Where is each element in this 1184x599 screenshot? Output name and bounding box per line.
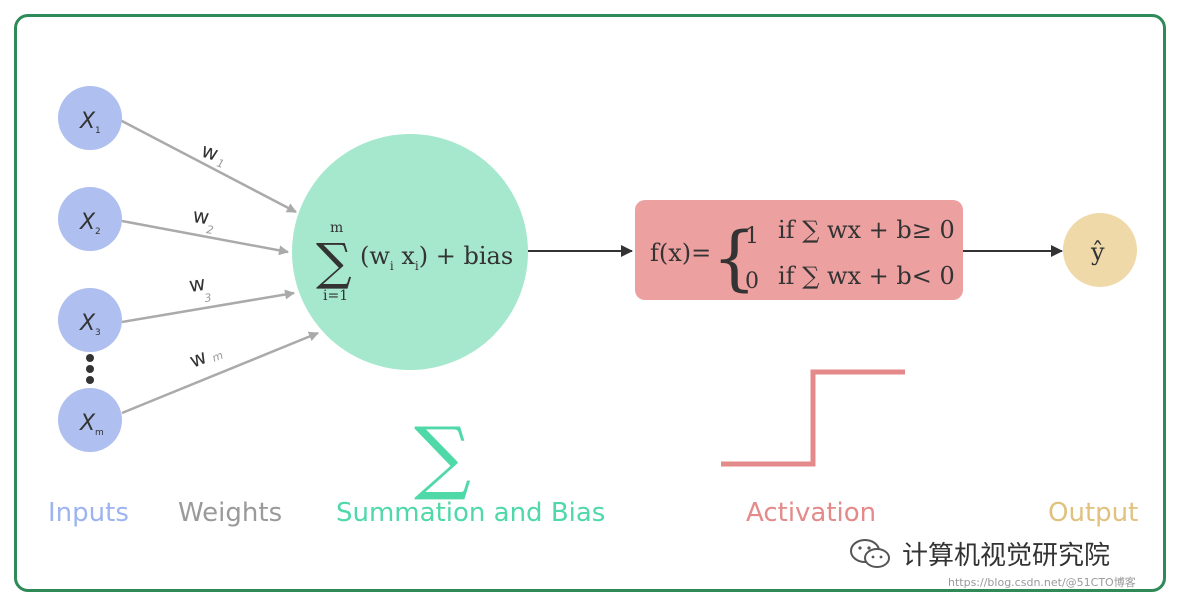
weight-edge-m <box>121 331 319 415</box>
watermark-text: 计算机视觉研究院 <box>902 541 1111 571</box>
diagram-frame <box>14 14 1166 592</box>
svg-text:if ∑ wx + b< 0: if ∑ wx + b< 0 <box>778 262 955 290</box>
weight-edge-2 <box>121 219 289 256</box>
ellipsis-dots <box>86 354 94 384</box>
watermark: 计算机视觉研究院 <box>848 535 1110 572</box>
svg-text:2: 2 <box>95 227 101 237</box>
weight-edge-3 <box>121 289 295 324</box>
svg-text:0: 0 <box>745 269 759 294</box>
weight-label-1: w 1 <box>198 138 225 171</box>
svg-text:X: X <box>79 411 96 436</box>
input-node-2: X 2 <box>58 187 122 251</box>
output-node: ŷ <box>1063 213 1137 287</box>
svg-text:f(x)=: f(x)= <box>650 239 711 267</box>
svg-text:w: w <box>186 344 210 372</box>
label-weights: Weights <box>178 498 283 528</box>
svg-text:X: X <box>79 311 96 336</box>
svg-text:∑: ∑ <box>316 233 352 291</box>
step-function-icon <box>721 369 905 467</box>
svg-text:m: m <box>330 220 343 236</box>
label-output: Output <box>1048 498 1139 528</box>
label-summation: Summation and Bias <box>336 498 606 528</box>
svg-text:ŷ: ŷ <box>1090 238 1105 266</box>
input-node-3: X 3 <box>58 288 122 352</box>
input-node-1: X 1 <box>58 86 122 150</box>
svg-text:X: X <box>79 109 96 134</box>
weight-edge-1 <box>119 118 297 214</box>
label-activation: Activation <box>746 498 877 528</box>
svg-text:(wi xi) + bias: (wi xi) + bias <box>360 242 513 273</box>
input-node-m: X m <box>58 388 122 452</box>
svg-text:w: w <box>187 271 207 297</box>
svg-text:m: m <box>210 349 225 365</box>
svg-text:{: { <box>712 217 757 299</box>
wechat-icon <box>850 538 890 568</box>
svg-text:1: 1 <box>745 224 759 249</box>
svg-text:w: w <box>191 203 211 229</box>
svg-text:if ∑ wx + b≥ 0: if ∑ wx + b≥ 0 <box>778 216 955 244</box>
weight-label-3: w 3 <box>187 271 212 305</box>
svg-text:w: w <box>198 138 221 166</box>
summation-node: ∑ m i=1 (wi xi) + bias <box>292 134 528 370</box>
svg-text:m: m <box>95 428 104 438</box>
svg-text:3: 3 <box>95 328 101 338</box>
activation-box: f(x)= { 1 if ∑ wx + b≥ 0 0 if ∑ wx + b< … <box>635 200 963 300</box>
svg-text:X: X <box>79 210 96 235</box>
watermark-url: https://blog.csdn.net/@51CTO博客 <box>948 576 1136 589</box>
svg-text:1: 1 <box>95 126 101 136</box>
svg-text:3: 3 <box>204 291 213 305</box>
label-inputs: Inputs <box>48 498 129 528</box>
weight-label-2: w 2 <box>191 203 214 237</box>
svg-text:2: 2 <box>206 223 215 237</box>
sigma-icon: ∑ <box>414 410 471 503</box>
weight-label-m: w m <box>186 344 225 372</box>
svg-text:1: 1 <box>215 156 226 171</box>
svg-text:i=1: i=1 <box>323 288 348 304</box>
